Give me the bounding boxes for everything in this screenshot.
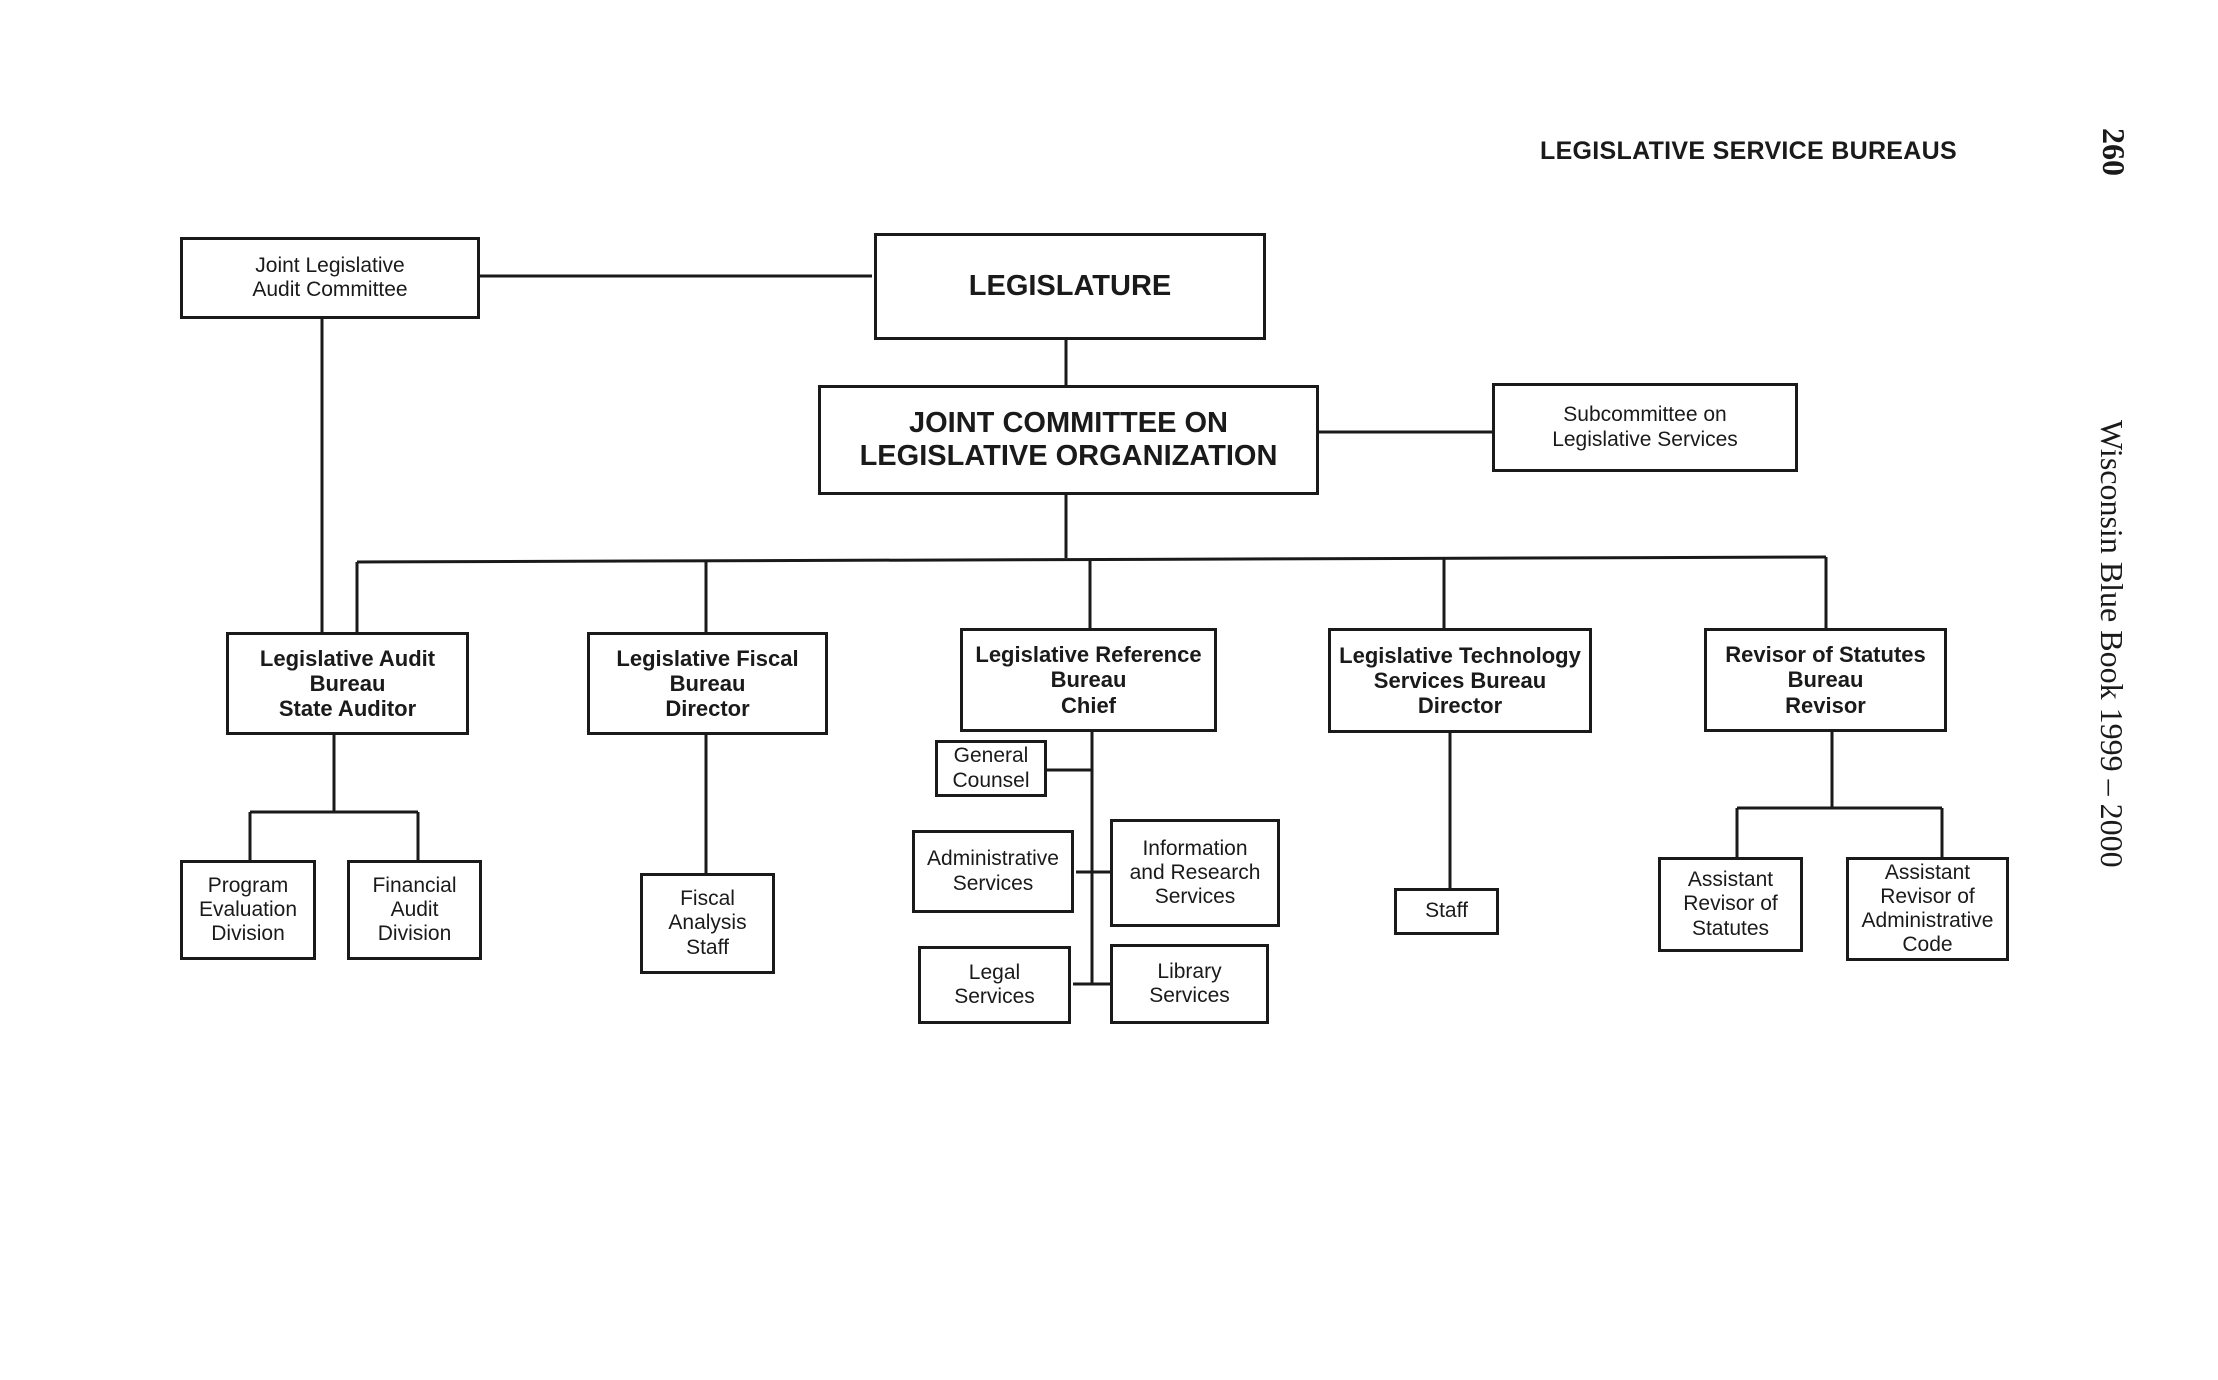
box-label: Revisor of Statutes	[1725, 642, 1926, 668]
box-label: Chief	[1061, 692, 1116, 718]
box-label: Fiscal	[680, 887, 735, 911]
box-label: Revisor	[1785, 692, 1866, 718]
box-label: Financial	[372, 873, 457, 897]
box-label: Information	[1142, 836, 1248, 860]
box-label: Services	[954, 985, 1035, 1008]
box-label: Legislative Reference	[975, 642, 1202, 668]
box-label: Counsel	[952, 768, 1030, 792]
legislative-fiscal-bureau-box: Legislative Fiscal Bureau Director	[587, 632, 828, 735]
box-label: Statutes	[1691, 916, 1770, 940]
box-label: Audit Committee	[252, 278, 408, 301]
box-label: Division	[211, 922, 285, 946]
revisor-of-statutes-bureau-box: Revisor of Statutes Bureau Revisor	[1704, 628, 1947, 732]
box-label: Legislative Audit	[259, 645, 436, 671]
ltsb-staff-box: Staff	[1394, 888, 1499, 935]
legislative-reference-bureau-box: Legislative Reference Bureau Chief	[960, 628, 1217, 732]
box-label: Legislative Technology	[1339, 642, 1581, 668]
legislative-technology-services-bureau-box: Legislative Technology Services Bureau D…	[1328, 628, 1592, 733]
box-label: and Research	[1129, 860, 1261, 884]
box-label: Legislative Fiscal	[616, 645, 799, 671]
box-label: LEGISLATURE	[968, 269, 1172, 302]
assistant-revisor-administrative-code-box: Assistant Revisor of Administrative Code	[1846, 857, 2009, 961]
library-services-box: Library Services	[1110, 944, 1269, 1024]
box-label: Joint Legislative	[255, 253, 405, 277]
box-label: Division	[377, 922, 452, 946]
box-label: Services	[1154, 885, 1236, 909]
box-label: Bureau	[1787, 667, 1864, 693]
box-label: Program	[207, 873, 289, 897]
box-label: Bureau	[309, 670, 386, 696]
box-label: Subcommittee on	[1563, 403, 1727, 427]
box-label: Assistant	[1687, 868, 1774, 892]
joint-committee-legislative-organization-box: JOINT COMMITTEE ON LEGISLATIVE ORGANIZAT…	[818, 385, 1319, 495]
box-label: Administrative	[927, 847, 1059, 871]
box-label: Assistant	[1884, 860, 1971, 884]
box-label: Bureau	[1050, 667, 1127, 693]
box-label: Bureau	[669, 670, 746, 696]
box-label: Administrative	[1861, 909, 1994, 932]
box-label: Staff	[1425, 899, 1468, 923]
box-label: Services	[1149, 984, 1230, 1007]
box-label: General	[953, 744, 1029, 768]
page-number: 260	[2096, 128, 2132, 176]
box-label: Analysis	[668, 911, 747, 935]
box-label: Legal	[968, 960, 1021, 984]
box-label: Director	[1417, 693, 1503, 719]
box-label: Evaluation	[198, 897, 298, 921]
administrative-services-box: Administrative Services	[912, 830, 1074, 913]
financial-audit-division-box: Financial Audit Division	[347, 860, 482, 960]
box-label: Services	[952, 871, 1034, 895]
program-evaluation-division-box: Program Evaluation Division	[180, 860, 316, 960]
box-label: Audit	[390, 897, 439, 921]
box-label: Legislative Services	[1552, 427, 1738, 451]
subcommittee-legislative-services-box: Subcommittee on Legislative Services	[1492, 383, 1798, 472]
box-label: Code	[1902, 933, 1953, 957]
box-label: Services Bureau	[1373, 667, 1547, 693]
box-label: Director	[665, 696, 750, 722]
assistant-revisor-statutes-box: Assistant Revisor of Statutes	[1658, 857, 1803, 952]
fiscal-analysis-staff-box: Fiscal Analysis Staff	[640, 873, 775, 974]
box-label: JOINT COMMITTEE ON	[909, 406, 1228, 439]
joint-legislative-audit-committee-box: Joint Legislative Audit Committee	[180, 237, 480, 319]
legislature-box: LEGISLATURE	[874, 233, 1266, 340]
legal-services-box: Legal Services	[918, 946, 1071, 1024]
general-counsel-box: General Counsel	[935, 740, 1047, 797]
book-title: Wisconsin Blue Book 1999 – 2000	[2094, 420, 2130, 868]
box-label: LEGISLATIVE ORGANIZATION	[859, 440, 1278, 472]
box-label: Library	[1157, 959, 1222, 983]
box-label: State Auditor	[278, 696, 417, 722]
box-label: Revisor of	[1880, 884, 1975, 908]
section-title: LEGISLATIVE SERVICE BUREAUS	[1540, 137, 1957, 165]
legislative-audit-bureau-box: Legislative Audit Bureau State Auditor	[226, 632, 469, 735]
box-label: Staff	[686, 935, 729, 959]
information-research-services-box: Information and Research Services	[1110, 819, 1280, 927]
box-label: Revisor of	[1683, 892, 1778, 916]
